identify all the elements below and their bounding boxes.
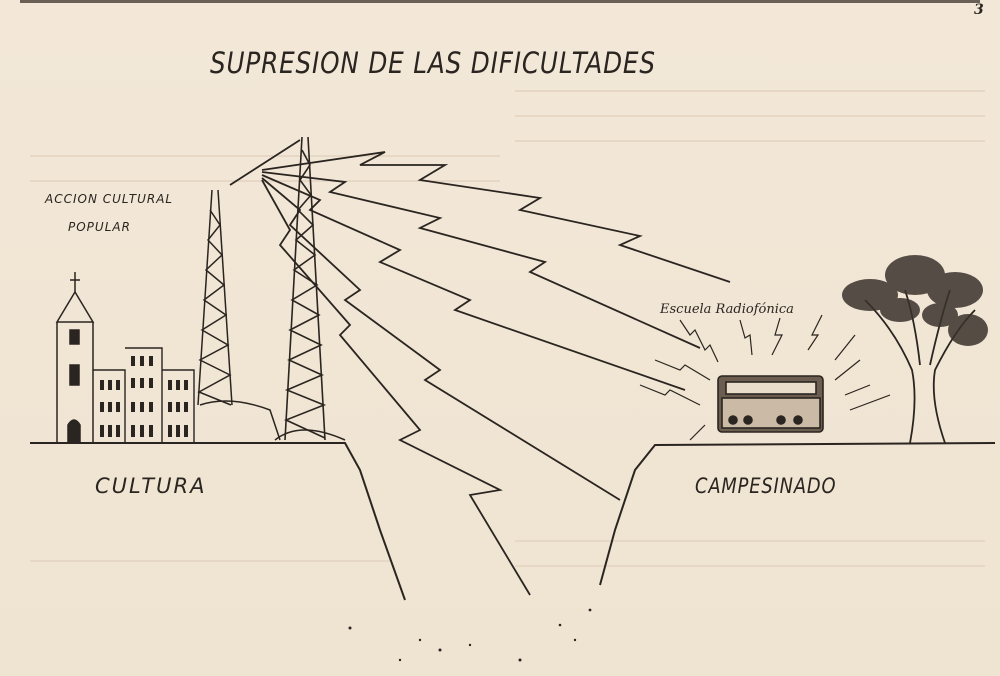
right-radio-tower <box>274 136 346 441</box>
left-radio-tower <box>197 189 281 441</box>
church <box>55 272 95 443</box>
left-cliff <box>30 442 406 601</box>
bleed-through-text <box>515 90 985 92</box>
receiver-label: Escuela Radiofónica <box>660 302 794 317</box>
bleed-through-text <box>515 565 985 567</box>
chasm-specks <box>348 608 592 662</box>
page-top-rule <box>20 0 980 3</box>
page-number: 3 <box>974 2 984 18</box>
bleed-through-text <box>515 115 985 117</box>
city-buildings <box>93 347 195 443</box>
right-cliff <box>599 442 996 586</box>
sender-label-line2: POPULAR <box>68 220 131 234</box>
bleed-through-text <box>30 560 390 562</box>
bleed-through-text <box>515 540 985 542</box>
sender-label-line1: ACCION CULTURAL <box>45 192 174 206</box>
bleed-through-text <box>515 140 985 142</box>
left-label: CULTURA <box>95 474 207 498</box>
tree <box>842 255 988 444</box>
radio-receiver <box>717 375 824 433</box>
illustration-title: SUPRESION DE LAS DIFICULTADES <box>210 46 656 80</box>
bleed-through-text <box>30 155 500 157</box>
right-label: CAMPESINADO <box>695 474 837 498</box>
radio-sound-marks <box>639 314 891 441</box>
